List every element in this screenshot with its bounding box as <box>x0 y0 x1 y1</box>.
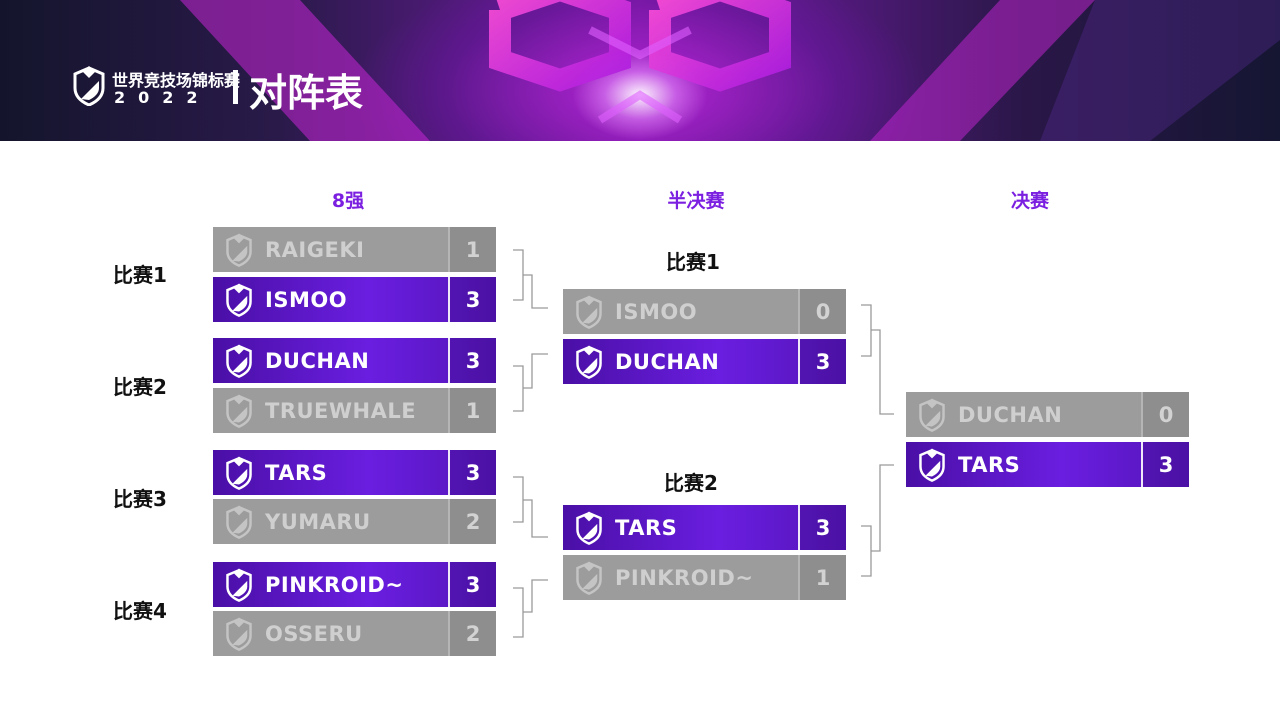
team-name: TARS <box>615 515 678 540</box>
title-divider <box>233 70 238 104</box>
round-header-quarterfinal: 8强 <box>331 190 365 212</box>
team-name: YUMARU <box>265 509 371 534</box>
logo-year: 2022 <box>114 88 211 107</box>
sf1-team-b[interactable]: DUCHAN 3 <box>563 339 846 384</box>
qf2-team-a[interactable]: DUCHAN 3 <box>213 338 496 383</box>
team-shield-icon <box>213 456 265 490</box>
team-name: DUCHAN <box>958 402 1063 427</box>
banner-decoration <box>180 0 1280 141</box>
team-score: 1 <box>448 388 496 433</box>
team-shield-icon <box>563 511 615 545</box>
team-name: ISMOO <box>265 287 348 312</box>
qf3-team-a[interactable]: TARS 3 <box>213 450 496 495</box>
logo-title: 世界竞技场锦标赛 <box>112 71 241 90</box>
team-score: 1 <box>798 555 846 600</box>
team-shield-icon <box>563 561 615 595</box>
team-shield-icon <box>213 283 265 317</box>
team-score: 3 <box>798 339 846 384</box>
team-score: 3 <box>448 338 496 383</box>
qf4-team-b[interactable]: OSSERU 2 <box>213 611 496 656</box>
team-shield-icon <box>213 344 265 378</box>
team-shield-icon <box>213 568 265 602</box>
sf2-team-a[interactable]: TARS 3 <box>563 505 846 550</box>
qf-match1-label: 比赛1 <box>113 263 167 287</box>
sf2-team-b[interactable]: PINKROID~ 1 <box>563 555 846 600</box>
qf4-team-a[interactable]: PINKROID~ 3 <box>213 562 496 607</box>
team-name: PINKROID~ <box>265 572 404 597</box>
team-score: 3 <box>448 450 496 495</box>
qf2-team-b[interactable]: TRUEWHALE 1 <box>213 388 496 433</box>
team-score: 3 <box>798 505 846 550</box>
qf3-team-b[interactable]: YUMARU 2 <box>213 499 496 544</box>
team-score: 2 <box>448 499 496 544</box>
shield-logo-icon <box>73 66 105 106</box>
qf1-team-b[interactable]: ISMOO 3 <box>213 277 496 322</box>
sf1-team-a[interactable]: ISMOO 0 <box>563 289 846 334</box>
team-shield-icon <box>563 345 615 379</box>
team-shield-icon <box>906 398 958 432</box>
qf1-team-a[interactable]: RAIGEKI 1 <box>213 227 496 272</box>
team-name: DUCHAN <box>265 348 370 373</box>
team-shield-icon <box>213 505 265 539</box>
team-score: 1 <box>448 227 496 272</box>
page-title: 对阵表 <box>249 71 364 115</box>
team-score: 0 <box>1141 392 1189 437</box>
qf-match3-label: 比赛3 <box>113 487 167 511</box>
team-shield-icon <box>563 295 615 329</box>
team-shield-icon <box>213 233 265 267</box>
round-header-final: 决赛 <box>1010 190 1050 212</box>
final-team-b[interactable]: TARS 3 <box>906 442 1189 487</box>
round-header-semifinal: 半决赛 <box>667 190 725 212</box>
team-score: 3 <box>1141 442 1189 487</box>
team-score: 3 <box>448 277 496 322</box>
team-name: OSSERU <box>265 621 363 646</box>
team-name: TARS <box>958 452 1021 477</box>
final-team-a[interactable]: DUCHAN 0 <box>906 392 1189 437</box>
sf-match1-label: 比赛1 <box>666 250 720 274</box>
header-banner: 世界竞技场锦标赛 2022 对阵表 <box>0 0 1280 141</box>
team-name: TARS <box>265 460 328 485</box>
qf-match2-label: 比赛2 <box>113 375 167 399</box>
team-name: ISMOO <box>615 299 698 324</box>
team-name: TRUEWHALE <box>265 398 417 423</box>
team-shield-icon <box>213 394 265 428</box>
team-score: 2 <box>448 611 496 656</box>
qf-match4-label: 比赛4 <box>113 599 167 623</box>
team-score: 3 <box>448 562 496 607</box>
team-name: PINKROID~ <box>615 565 754 590</box>
team-shield-icon <box>213 617 265 651</box>
team-name: DUCHAN <box>615 349 720 374</box>
sf-match2-label: 比赛2 <box>664 471 718 495</box>
team-score: 0 <box>798 289 846 334</box>
team-name: RAIGEKI <box>265 237 365 262</box>
team-shield-icon <box>906 448 958 482</box>
